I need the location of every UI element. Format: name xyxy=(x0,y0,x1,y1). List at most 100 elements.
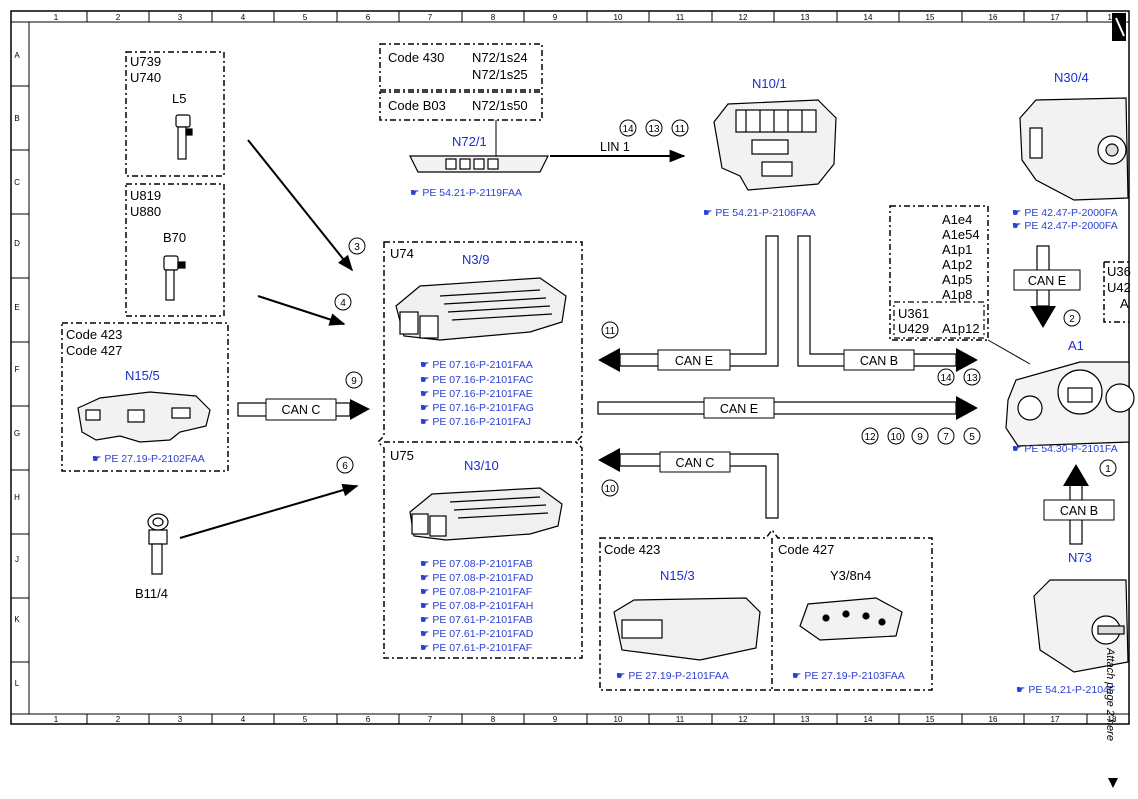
col-label: 14 xyxy=(864,13,873,22)
n310-ref-5[interactable]: ☛ PE 07.61-P-2101FAB xyxy=(420,614,533,626)
n304-ref-2[interactable]: ☛ PE 42.47-P-2000FA xyxy=(1012,220,1118,232)
a1-codes-box xyxy=(889,205,989,341)
n310-ref-1[interactable]: ☛ PE 07.08-P-2101FAB xyxy=(420,558,533,570)
n721-ref[interactable]: ☛ PE 54.21-P-2119FAA xyxy=(410,187,522,199)
svg-text:5: 5 xyxy=(969,432,975,443)
group-n155-box xyxy=(61,322,229,472)
y38n4-code: Code 427 xyxy=(778,542,834,557)
can-e-right-label: CAN E xyxy=(1028,274,1066,288)
n73-ref[interactable]: ☛ PE 54.21-P-2104F xyxy=(1016,684,1115,696)
n310-ref-6[interactable]: ☛ PE 07.61-P-2101FAD xyxy=(420,628,534,640)
col-label: 11 xyxy=(676,715,685,724)
n73-ignition-switch-icon xyxy=(1033,579,1129,673)
col-label: 10 xyxy=(614,715,623,724)
col-label: 6 xyxy=(366,715,371,724)
svg-text:1: 1 xyxy=(1105,464,1111,475)
n155-ref[interactable]: ☛ PE 27.19-P-2102FAA xyxy=(92,453,205,465)
col-label: 8 xyxy=(491,13,496,22)
n310-ref-7[interactable]: ☛ PE 07.61-P-2101FAF xyxy=(420,642,532,654)
marker-6: 6 xyxy=(336,456,354,474)
svg-text:9: 9 xyxy=(917,432,923,443)
can-e-mid-bus xyxy=(597,396,978,420)
a1-ref[interactable]: ☛ PE 54.30-P-2101FA xyxy=(1012,443,1118,455)
n39-ecu-icon xyxy=(395,277,567,341)
a1-right-box xyxy=(1103,261,1129,323)
n39-ref-5[interactable]: ☛ PE 07.16-P-2101FAJ xyxy=(420,416,531,428)
marker-3: 3 xyxy=(348,237,366,255)
marker-5: 5 xyxy=(963,427,981,445)
a1-right-line-3: A xyxy=(1120,296,1129,311)
u819-code-1: U819 xyxy=(130,188,161,203)
row-label: J xyxy=(15,555,19,564)
a1-label: A1 xyxy=(1068,338,1084,353)
marker-4: 4 xyxy=(334,293,352,311)
n153-module-icon xyxy=(613,597,761,661)
n310-ref-4[interactable]: ☛ PE 07.08-P-2101FAH xyxy=(420,600,533,612)
col-label: 2 xyxy=(116,13,121,22)
b70-sensor-icon xyxy=(163,255,186,301)
svg-text:10: 10 xyxy=(890,432,902,443)
u739-code-1: U739 xyxy=(130,54,161,69)
marker-13: 13 xyxy=(645,119,663,137)
marker-9b: 9 xyxy=(911,427,929,445)
n304-abs-unit-icon xyxy=(1019,97,1129,201)
n310-ref-2[interactable]: ☛ PE 07.08-P-2101FAD xyxy=(420,572,534,584)
n153-label: N15/3 xyxy=(660,568,695,583)
svg-text:9: 9 xyxy=(351,376,357,387)
col-label: 5 xyxy=(303,715,308,724)
can-b-top-label: CAN B xyxy=(860,354,898,368)
attach-arrow-icon xyxy=(1108,778,1118,788)
marker-11: 11 xyxy=(671,119,689,137)
svg-text:7: 7 xyxy=(943,432,949,443)
a1-code-1: A1e4 xyxy=(942,212,972,227)
code430-box xyxy=(379,43,543,91)
marker-2: 2 xyxy=(1063,309,1081,327)
can-e-right-bus xyxy=(1013,245,1081,328)
n304-label: N30/4 xyxy=(1054,70,1089,85)
col-label: 12 xyxy=(739,715,748,724)
row-label: D xyxy=(14,239,20,248)
marker-12: 12 xyxy=(861,427,879,445)
row-label: E xyxy=(14,303,19,312)
marker-1: 1 xyxy=(1099,459,1117,477)
row-label: H xyxy=(14,493,20,502)
marker-7: 7 xyxy=(937,427,955,445)
n39-ref-4[interactable]: ☛ PE 07.16-P-2101FAG xyxy=(420,402,534,414)
code430-code: Code 430 xyxy=(388,50,444,65)
col-label: 11 xyxy=(676,13,685,22)
marker-10: 10 xyxy=(601,479,619,497)
n153-ref[interactable]: ☛ PE 27.19-P-2101FAA xyxy=(616,670,729,682)
n310-ecu-icon xyxy=(409,487,563,541)
a1-sub-box xyxy=(893,301,985,339)
col-label: 17 xyxy=(1051,13,1060,22)
row-label: B xyxy=(14,114,19,123)
can-e-top-bus xyxy=(598,235,779,372)
col-label: 4 xyxy=(241,715,246,724)
n39-ref-2[interactable]: ☛ PE 07.16-P-2101FAC xyxy=(420,374,534,386)
can-b-right-bus xyxy=(1043,464,1115,545)
n101-ref[interactable]: ☛ PE 54.21-P-2106FAA xyxy=(703,207,816,219)
n304-ref-1[interactable]: ☛ PE 42.47-P-2000FA xyxy=(1012,207,1118,219)
col-label: 5 xyxy=(303,13,308,22)
b70-label: B70 xyxy=(163,230,186,245)
n39-ref-3[interactable]: ☛ PE 07.16-P-2101FAE xyxy=(420,388,533,400)
attach-page-note: Attach page 2 here xyxy=(1104,647,1116,741)
n310-ref-3[interactable]: ☛ PE 07.08-P-2101FAF xyxy=(420,586,532,598)
code430-line-1: N72/1s24 xyxy=(472,50,528,65)
n310-code: U75 xyxy=(390,448,414,463)
n155-module-icon xyxy=(77,391,211,443)
svg-text:11: 11 xyxy=(675,124,686,135)
col-label: 3 xyxy=(178,13,183,22)
col-label: 10 xyxy=(614,13,623,22)
n721-switch-panel-icon xyxy=(409,155,549,173)
marker-10b: 10 xyxy=(887,427,905,445)
n155-label: N15/5 xyxy=(125,368,160,383)
n39-code: U74 xyxy=(390,246,414,261)
col-label: 13 xyxy=(801,13,810,22)
a1-sub-code-1: U361 xyxy=(898,306,929,321)
y38n4-ref[interactable]: ☛ PE 27.19-P-2103FAA xyxy=(792,670,905,682)
n155-code-2: Code 427 xyxy=(66,343,122,358)
n39-ref-1[interactable]: ☛ PE 07.16-P-2101FAA xyxy=(420,359,533,371)
can-e-mid-label: CAN E xyxy=(720,402,758,416)
svg-text:10: 10 xyxy=(604,484,616,495)
